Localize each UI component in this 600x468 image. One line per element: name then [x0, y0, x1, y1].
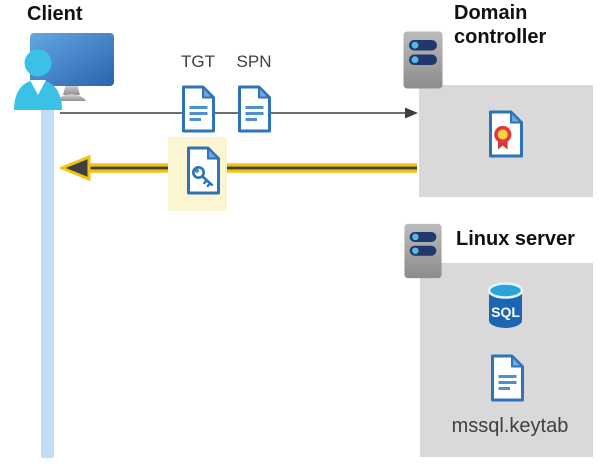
keytab-file-icon: [491, 354, 524, 402]
domain-controller-title: Domain controller: [454, 2, 547, 48]
key-document-icon: [187, 146, 220, 195]
client-lifeline-bar: [41, 93, 54, 458]
keytab-filename: mssql.keytab: [451, 415, 569, 437]
tgt-document-icon: [182, 85, 215, 133]
linux-server-icon: [404, 223, 442, 279]
request-arrow: [60, 107, 418, 119]
client-title: Client: [27, 3, 83, 25]
sql-badge-text: SQL: [491, 304, 520, 320]
response-arrow: [60, 154, 417, 182]
user-icon: [14, 49, 62, 110]
certificate-icon: [489, 110, 523, 158]
monitor-icon: [30, 33, 114, 101]
spn-label: SPN: [236, 52, 272, 71]
sql-database-icon: SQL: [487, 282, 524, 328]
tgt-label: TGT: [181, 52, 215, 71]
spn-document-icon: [238, 85, 271, 133]
linux-server-title: Linux server: [456, 228, 575, 250]
domain-controller-server-icon: [403, 31, 443, 89]
